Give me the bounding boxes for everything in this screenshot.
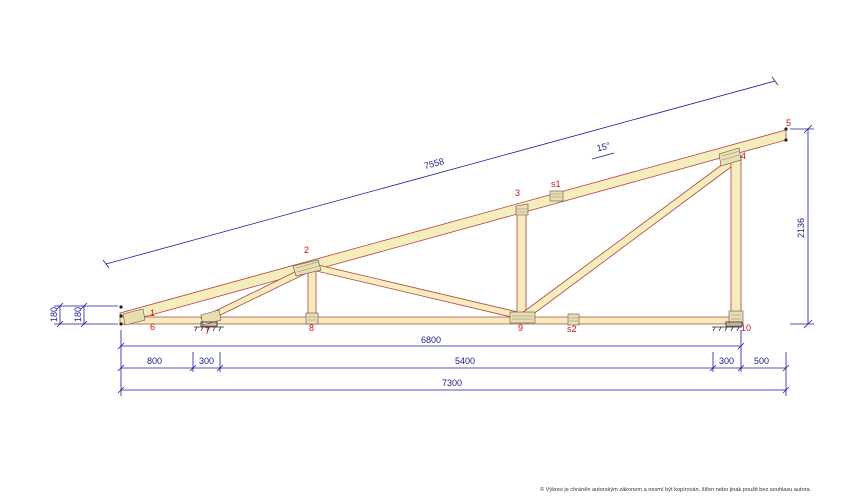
plate-1 (122, 308, 146, 326)
connector-plates (122, 147, 744, 326)
plate-s2 (567, 313, 580, 326)
node-label-s2: s2 (567, 324, 577, 334)
vertical-9-3 (516, 208, 527, 318)
plate-10 (728, 310, 744, 325)
vertical-10-4 (730, 155, 742, 318)
dim-heel-left: 180 (49, 307, 59, 322)
node-label-2: 2 (304, 245, 309, 255)
angle-indicator (591, 152, 615, 160)
node-label-1: 1 (150, 308, 155, 318)
plate-2 (292, 259, 322, 277)
dim-seg-c: 5400 (455, 356, 475, 366)
node-label-5: 5 (786, 118, 791, 128)
node-label-7: 7 (205, 326, 210, 336)
dim-heel-right: 180 (73, 307, 83, 322)
timber-members (119, 129, 787, 325)
dim-seg-a: 800 (147, 356, 162, 366)
node-label-3: 3 (515, 188, 520, 198)
node-label-s1: s1 (551, 179, 561, 189)
node-label-10: 10 (741, 323, 751, 333)
node-label-6: 6 (150, 322, 155, 332)
dim-rafter-length: 7558 (423, 156, 445, 171)
vertical-8-2 (307, 267, 317, 319)
plate-8 (305, 312, 319, 325)
dim-seg-d: 300 (719, 356, 734, 366)
support-right (712, 321, 743, 332)
dim-span: 6800 (421, 335, 441, 345)
node-label-4: 4 (741, 151, 746, 161)
dim-seg-b: 300 (199, 356, 214, 366)
node-label-8: 8 (309, 323, 314, 333)
node-markers (119, 127, 788, 326)
diagonal-2-9 (311, 263, 523, 320)
plate-4 (718, 147, 742, 167)
dim-height: 2136 (796, 218, 806, 238)
copyright-notice: © Výkres je chráněn autorským zákonem a … (540, 487, 812, 493)
dim-rafter-line (105, 80, 776, 265)
dim-angle: 15° (596, 140, 612, 153)
dimension-lines (54, 76, 814, 396)
plate-9 (509, 311, 536, 324)
plate-s1 (549, 190, 564, 202)
dim-total: 7300 (442, 378, 462, 388)
plate-hatching (295, 150, 741, 322)
plate-3 (515, 203, 529, 216)
support-left (194, 321, 224, 332)
top-chord (119, 129, 787, 324)
node-label-9: 9 (518, 323, 523, 333)
dim-seg-e: 500 (754, 356, 769, 366)
